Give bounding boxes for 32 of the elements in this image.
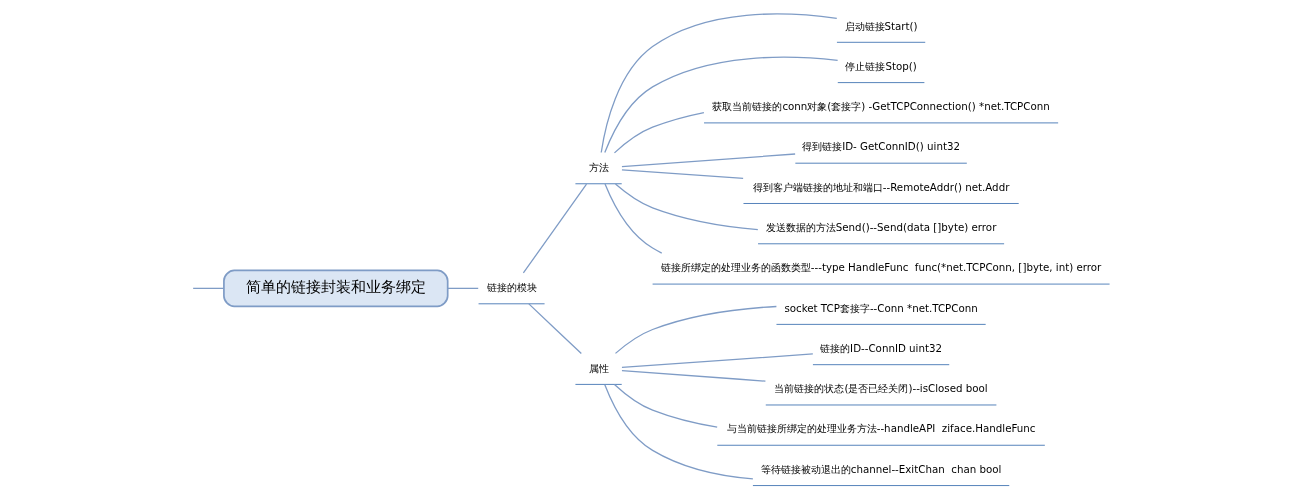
connector — [604, 183, 663, 254]
connector — [621, 369, 767, 382]
node-box: 简单的链接封装和业务绑定 — [223, 269, 449, 308]
connector — [604, 56, 839, 154]
connector — [522, 183, 588, 274]
node-text: 得到客户端链接的地址和端口--RemoteAddr() net.Addr — [752, 180, 1010, 193]
node-text: 链接所绑定的处理业务的函数类型---type HandleFunc func(*net.TCPConn, []byte, int) error — [660, 261, 1102, 274]
node-text: 链接的ID--ConnID uint32 — [820, 341, 943, 354]
connector — [613, 111, 705, 154]
node-text: 链接的模块 — [486, 281, 537, 294]
node-text: 等待链接被动退出的channel--ExitChan chan bool — [760, 462, 1002, 475]
connector — [614, 305, 778, 354]
node-text: 与当前链接所绑定的处理业务方法--handleAPI ziface.HandleFunc — [726, 422, 1036, 435]
connector — [528, 303, 582, 355]
node-text: 方法 — [588, 160, 609, 173]
connector — [604, 384, 754, 480]
connector — [621, 353, 814, 369]
node-text: 启动链接Start() — [844, 19, 918, 32]
connector — [613, 383, 718, 428]
node-text: 得到链接ID- GetConnID() uint32 — [802, 140, 960, 153]
connector — [600, 13, 838, 154]
node-text: socket TCP套接字--Conn *net.TCPConn — [784, 301, 978, 314]
connector — [621, 169, 744, 180]
node-text: 发送数据的方法Send()--Send(data []byte) error — [765, 221, 997, 234]
node-text: 停止链接Stop() — [845, 59, 917, 72]
connector — [621, 153, 796, 168]
connector — [614, 183, 759, 231]
node-text: 属性 — [588, 361, 609, 374]
node-text: 当前链接的状态(是否已经关闭)--isClosed bool — [774, 382, 988, 395]
connector — [447, 287, 479, 289]
connector — [192, 287, 225, 289]
node-text: 获取当前链接的conn对象(套接字) -GetTCPConnection() *net.TCPConn — [712, 100, 1050, 113]
